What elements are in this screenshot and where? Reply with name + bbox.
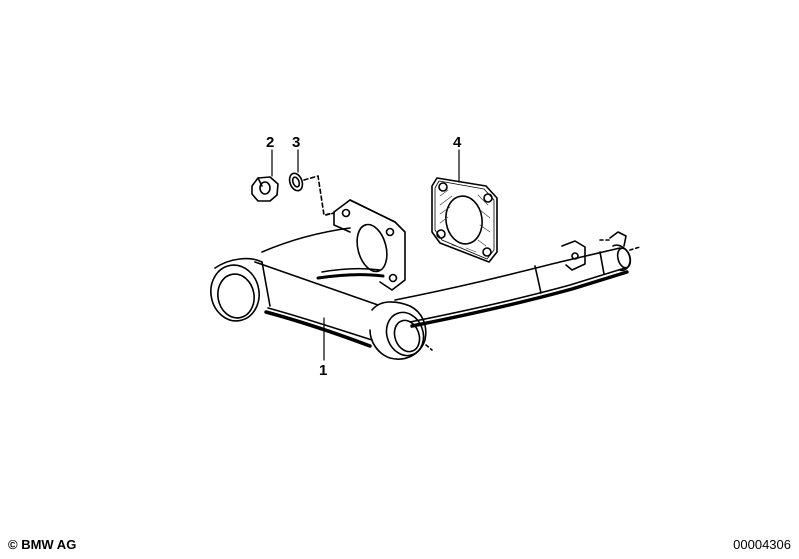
copyright-label: © BMW AG: [8, 537, 77, 552]
part-number-3: 3: [292, 134, 300, 151]
main-pipe: [210, 199, 433, 361]
long-tube: [394, 231, 641, 328]
gasket: [431, 149, 498, 263]
gasket-hatch: [439, 189, 491, 253]
part-number-1: 1: [319, 362, 327, 379]
part-number-2: 2: [266, 134, 274, 151]
part-number-4: 4: [453, 134, 462, 151]
washer: [288, 149, 335, 216]
diagram-id-label: 00004306: [733, 537, 791, 552]
hex-nut: [251, 149, 279, 202]
